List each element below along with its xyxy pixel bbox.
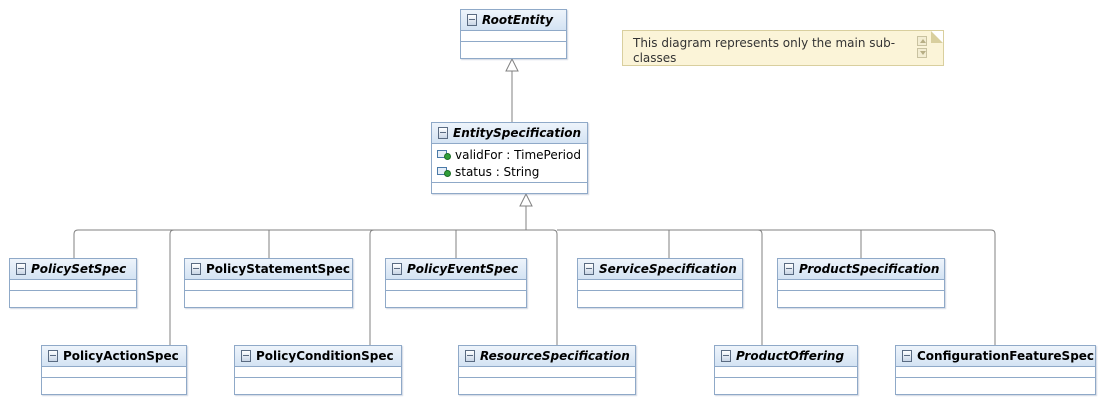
operations-compartment (461, 42, 566, 51)
class-resource-specification[interactable]: ResourceSpecification (458, 345, 636, 395)
generalization-line (557, 229, 670, 258)
generalization-line (169, 229, 175, 345)
class-name: ProductOffering (736, 349, 845, 363)
class-icon (16, 263, 26, 275)
scroll-up-icon[interactable] (917, 36, 927, 46)
attributes-compartment (235, 367, 401, 378)
note-scroll-control[interactable] (917, 36, 929, 60)
note-corner-fold (931, 31, 943, 43)
attributes-compartment (10, 280, 136, 291)
class-icon (721, 350, 731, 362)
class-icon (191, 263, 201, 275)
class-header: PolicyStatementSpec (185, 259, 352, 280)
class-name: PolicyConditionSpec (256, 349, 394, 363)
class-service-specification[interactable]: ServiceSpecification (577, 258, 743, 308)
class-configuration-feature-spec[interactable]: ConfigurationFeatureSpec (895, 345, 1096, 395)
generalization-line (526, 229, 558, 345)
attributes-compartment (386, 280, 526, 291)
class-product-specification[interactable]: ProductSpecification (777, 258, 945, 308)
class-icon (241, 350, 251, 362)
class-header: ResourceSpecification (459, 346, 635, 367)
operations-compartment (10, 291, 136, 300)
operations-compartment (235, 378, 401, 387)
class-root-entity[interactable]: RootEntity (460, 9, 567, 59)
attributes-compartment (459, 367, 635, 378)
class-policy-condition-spec[interactable]: PolicyConditionSpec (234, 345, 402, 395)
class-header: RootEntity (461, 10, 566, 31)
class-icon (584, 263, 594, 275)
operations-compartment (459, 378, 635, 387)
class-header: EntitySpecification (432, 123, 587, 144)
class-name: ProductSpecification (799, 262, 940, 276)
class-icon (392, 263, 402, 275)
class-icon (465, 350, 475, 362)
attributes-compartment (896, 367, 1095, 378)
generalization-arrowhead (505, 57, 519, 72)
attribute-text: validFor : TimePeriod (455, 147, 581, 162)
attribute-row[interactable]: validFor : TimePeriod (437, 146, 587, 163)
class-entity-specification[interactable]: EntitySpecification validFor : TimePerio… (431, 122, 588, 194)
class-icon (467, 14, 477, 26)
class-header: PolicyEventSpec (386, 259, 526, 280)
class-header: ServiceSpecification (578, 259, 742, 280)
attribute-text: status : String (455, 164, 540, 179)
class-name: EntitySpecification (453, 126, 582, 140)
class-header: PolicyActionSpec (42, 346, 186, 367)
operations-compartment (42, 378, 186, 387)
class-name: RootEntity (482, 13, 554, 27)
generalization-line (757, 229, 763, 345)
diagram-note[interactable]: This diagram represents only the main su… (622, 30, 944, 66)
attribute-icon (437, 166, 451, 177)
class-name: PolicyEventSpec (407, 262, 519, 276)
operations-compartment (578, 291, 742, 300)
class-icon (784, 263, 794, 275)
operations-compartment (896, 378, 1095, 387)
class-header: ProductSpecification (778, 259, 944, 280)
class-header: PolicySetSpec (10, 259, 136, 280)
class-policy-event-spec[interactable]: PolicyEventSpec (385, 258, 527, 308)
attributes-compartment (715, 367, 857, 378)
scroll-down-icon[interactable] (917, 48, 927, 58)
attributes-compartment: validFor : TimePeriod status : String (432, 144, 587, 183)
attributes-compartment (778, 280, 944, 291)
class-name: PolicySetSpec (31, 262, 127, 276)
class-header: PolicyConditionSpec (235, 346, 401, 367)
attributes-compartment (42, 367, 186, 378)
generalization-line (73, 229, 526, 258)
generalization-line (669, 229, 996, 345)
operations-compartment (715, 378, 857, 387)
attributes-compartment (578, 280, 742, 291)
class-policy-action-spec[interactable]: PolicyActionSpec (41, 345, 187, 395)
class-name: ServiceSpecification (599, 262, 737, 276)
generalization-arrowhead (519, 192, 533, 207)
class-name: PolicyActionSpec (63, 349, 179, 363)
class-header: ProductOffering (715, 346, 857, 367)
class-header: ConfigurationFeatureSpec (896, 346, 1095, 367)
class-icon (902, 350, 912, 362)
class-icon (48, 350, 58, 362)
class-name: PolicyStatementSpec (206, 262, 350, 276)
generalization-line (369, 229, 375, 345)
class-product-offering[interactable]: ProductOffering (714, 345, 858, 395)
class-policy-set-spec[interactable]: PolicySetSpec (9, 258, 137, 308)
operations-compartment (386, 291, 526, 300)
class-name: ConfigurationFeatureSpec (917, 349, 1095, 363)
attributes-compartment (185, 280, 352, 291)
attributes-compartment (461, 31, 566, 42)
operations-compartment (185, 291, 352, 300)
attribute-icon (437, 149, 451, 160)
class-name: ResourceSpecification (480, 349, 630, 363)
class-icon (438, 127, 448, 139)
class-policy-statement-spec[interactable]: PolicyStatementSpec (184, 258, 353, 308)
note-text: This diagram represents only the main su… (633, 36, 896, 65)
attribute-row[interactable]: status : String (437, 163, 587, 180)
operations-compartment (778, 291, 944, 300)
operations-compartment (432, 183, 587, 192)
